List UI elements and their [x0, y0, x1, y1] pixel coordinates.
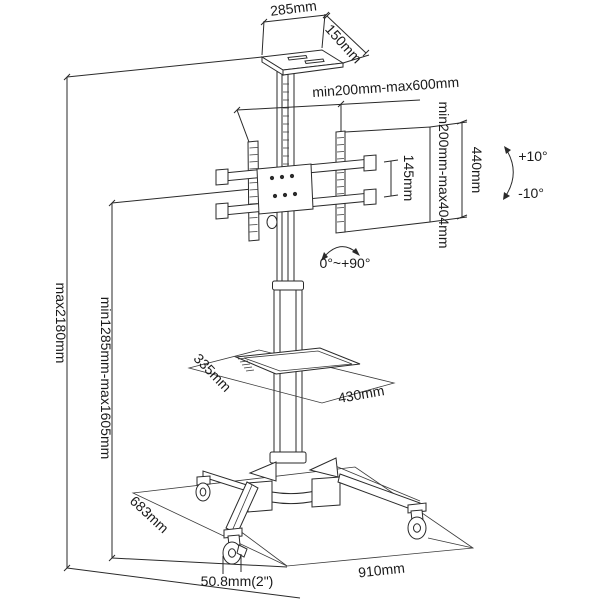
vesa-bracket: [215, 130, 377, 242]
vesa-height-dimension: min200mm-max404mm: [436, 101, 452, 248]
middle-shelf: 335mm 430mm: [187, 347, 396, 406]
top-width-label: 285mm: [269, 0, 317, 19]
left-gusset: [248, 461, 277, 482]
base-depth-label: 683mm: [127, 493, 172, 537]
base-width-label: 910mm: [357, 560, 405, 581]
tilt-down-label: -10°: [518, 185, 544, 201]
vesa-height-label: min200mm-max404mm: [436, 101, 452, 248]
top-tray: [260, 49, 345, 76]
shelf-depth-label: 335mm: [191, 350, 235, 395]
base-assembly: [195, 457, 427, 565]
swivel-label: 0°~+90°: [320, 255, 371, 271]
right-leg-mount: [311, 476, 341, 508]
screen-center-height-label: min1285mm-max1605mm: [98, 297, 114, 460]
swivel-annotation: 0°~+90°: [320, 246, 371, 271]
vesa-plate: [256, 163, 314, 215]
tray-slot: [287, 54, 308, 61]
right-gusset: [308, 457, 339, 478]
top-width-dimension: 285mm: [260, 0, 330, 56]
swivel-arrow-left-icon: [321, 252, 328, 261]
swivel-arrow-right-icon: [352, 248, 360, 256]
arm-spacing-label: 145mm: [401, 155, 417, 202]
bracket-height-label: 440mm: [469, 147, 485, 194]
overall-height-dimension: max2180mm: [53, 56, 301, 599]
tray-slot: [304, 58, 325, 65]
caster-brake: [236, 544, 248, 558]
right-rail: [335, 130, 346, 234]
tension-knob: [266, 215, 278, 229]
tilt-up-label: +10°: [518, 148, 547, 164]
arm-spacing-dimension: 145mm: [383, 155, 417, 202]
pole-base-flange: [269, 451, 307, 464]
vesa-width-label: min200mm-max600mm: [312, 74, 460, 100]
caster-diameter-label: 50.8mm(2"): [201, 573, 274, 589]
screen-center-height-dimension: min1285mm-max1605mm: [98, 188, 288, 568]
tilt-annotation: +10° -10°: [503, 146, 548, 201]
overall-height-label: max2180mm: [53, 283, 69, 364]
left-rail: [247, 140, 260, 242]
height-adjust-collar: [272, 280, 304, 291]
tilt-arrow-down-icon: [503, 192, 510, 200]
shelf-width-label: 430mm: [337, 382, 386, 406]
tilt-arrow-up-icon: [504, 146, 511, 154]
pole: [269, 70, 307, 464]
bracket-height-dimension: 440mm: [456, 119, 485, 220]
